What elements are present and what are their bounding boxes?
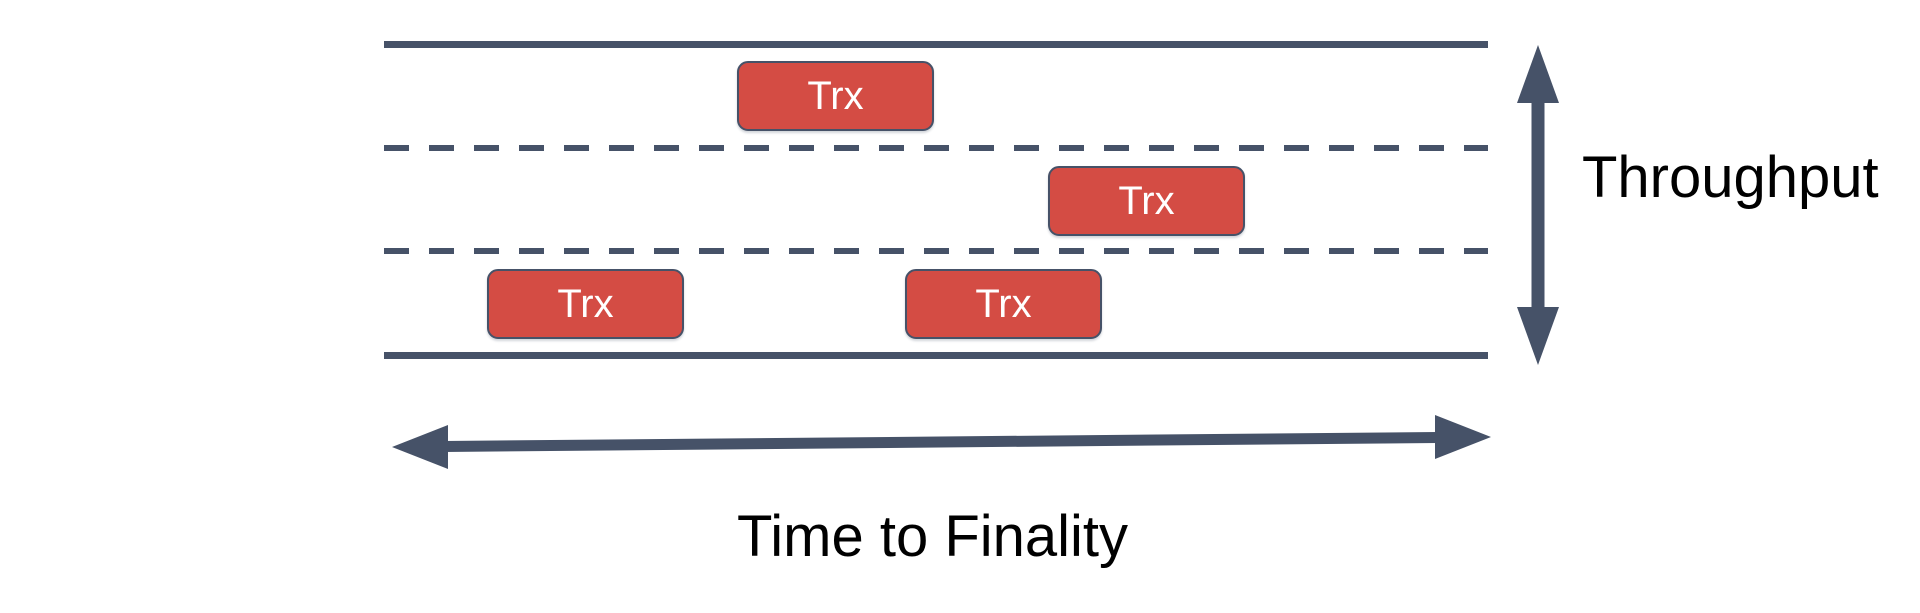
trx-box-bottom-lane-right: Trx <box>905 269 1102 339</box>
trx-box-label: Trx <box>557 282 614 326</box>
time-to-finality-label: Time to Finality <box>737 504 1129 569</box>
trx-box-label: Trx <box>807 74 864 118</box>
trx-box-middle-lane: Trx <box>1048 166 1245 236</box>
trx-box-label: Trx <box>1118 179 1175 223</box>
trx-box-bottom-lane-left: Trx <box>487 269 684 339</box>
road-bottom-boundary-line <box>384 352 1488 359</box>
trx-box-label: Trx <box>975 282 1032 326</box>
road-top-boundary-line <box>384 41 1488 48</box>
trx-box-top-lane: Trx <box>737 61 934 131</box>
vertical-double-arrow-icon <box>1517 45 1559 365</box>
lane-divider-dashed-line <box>384 248 1488 254</box>
horizontal-double-arrow-icon <box>392 415 1491 469</box>
lane-divider-dashed-line <box>384 145 1488 151</box>
throughput-label: Throughput <box>1582 145 1879 210</box>
